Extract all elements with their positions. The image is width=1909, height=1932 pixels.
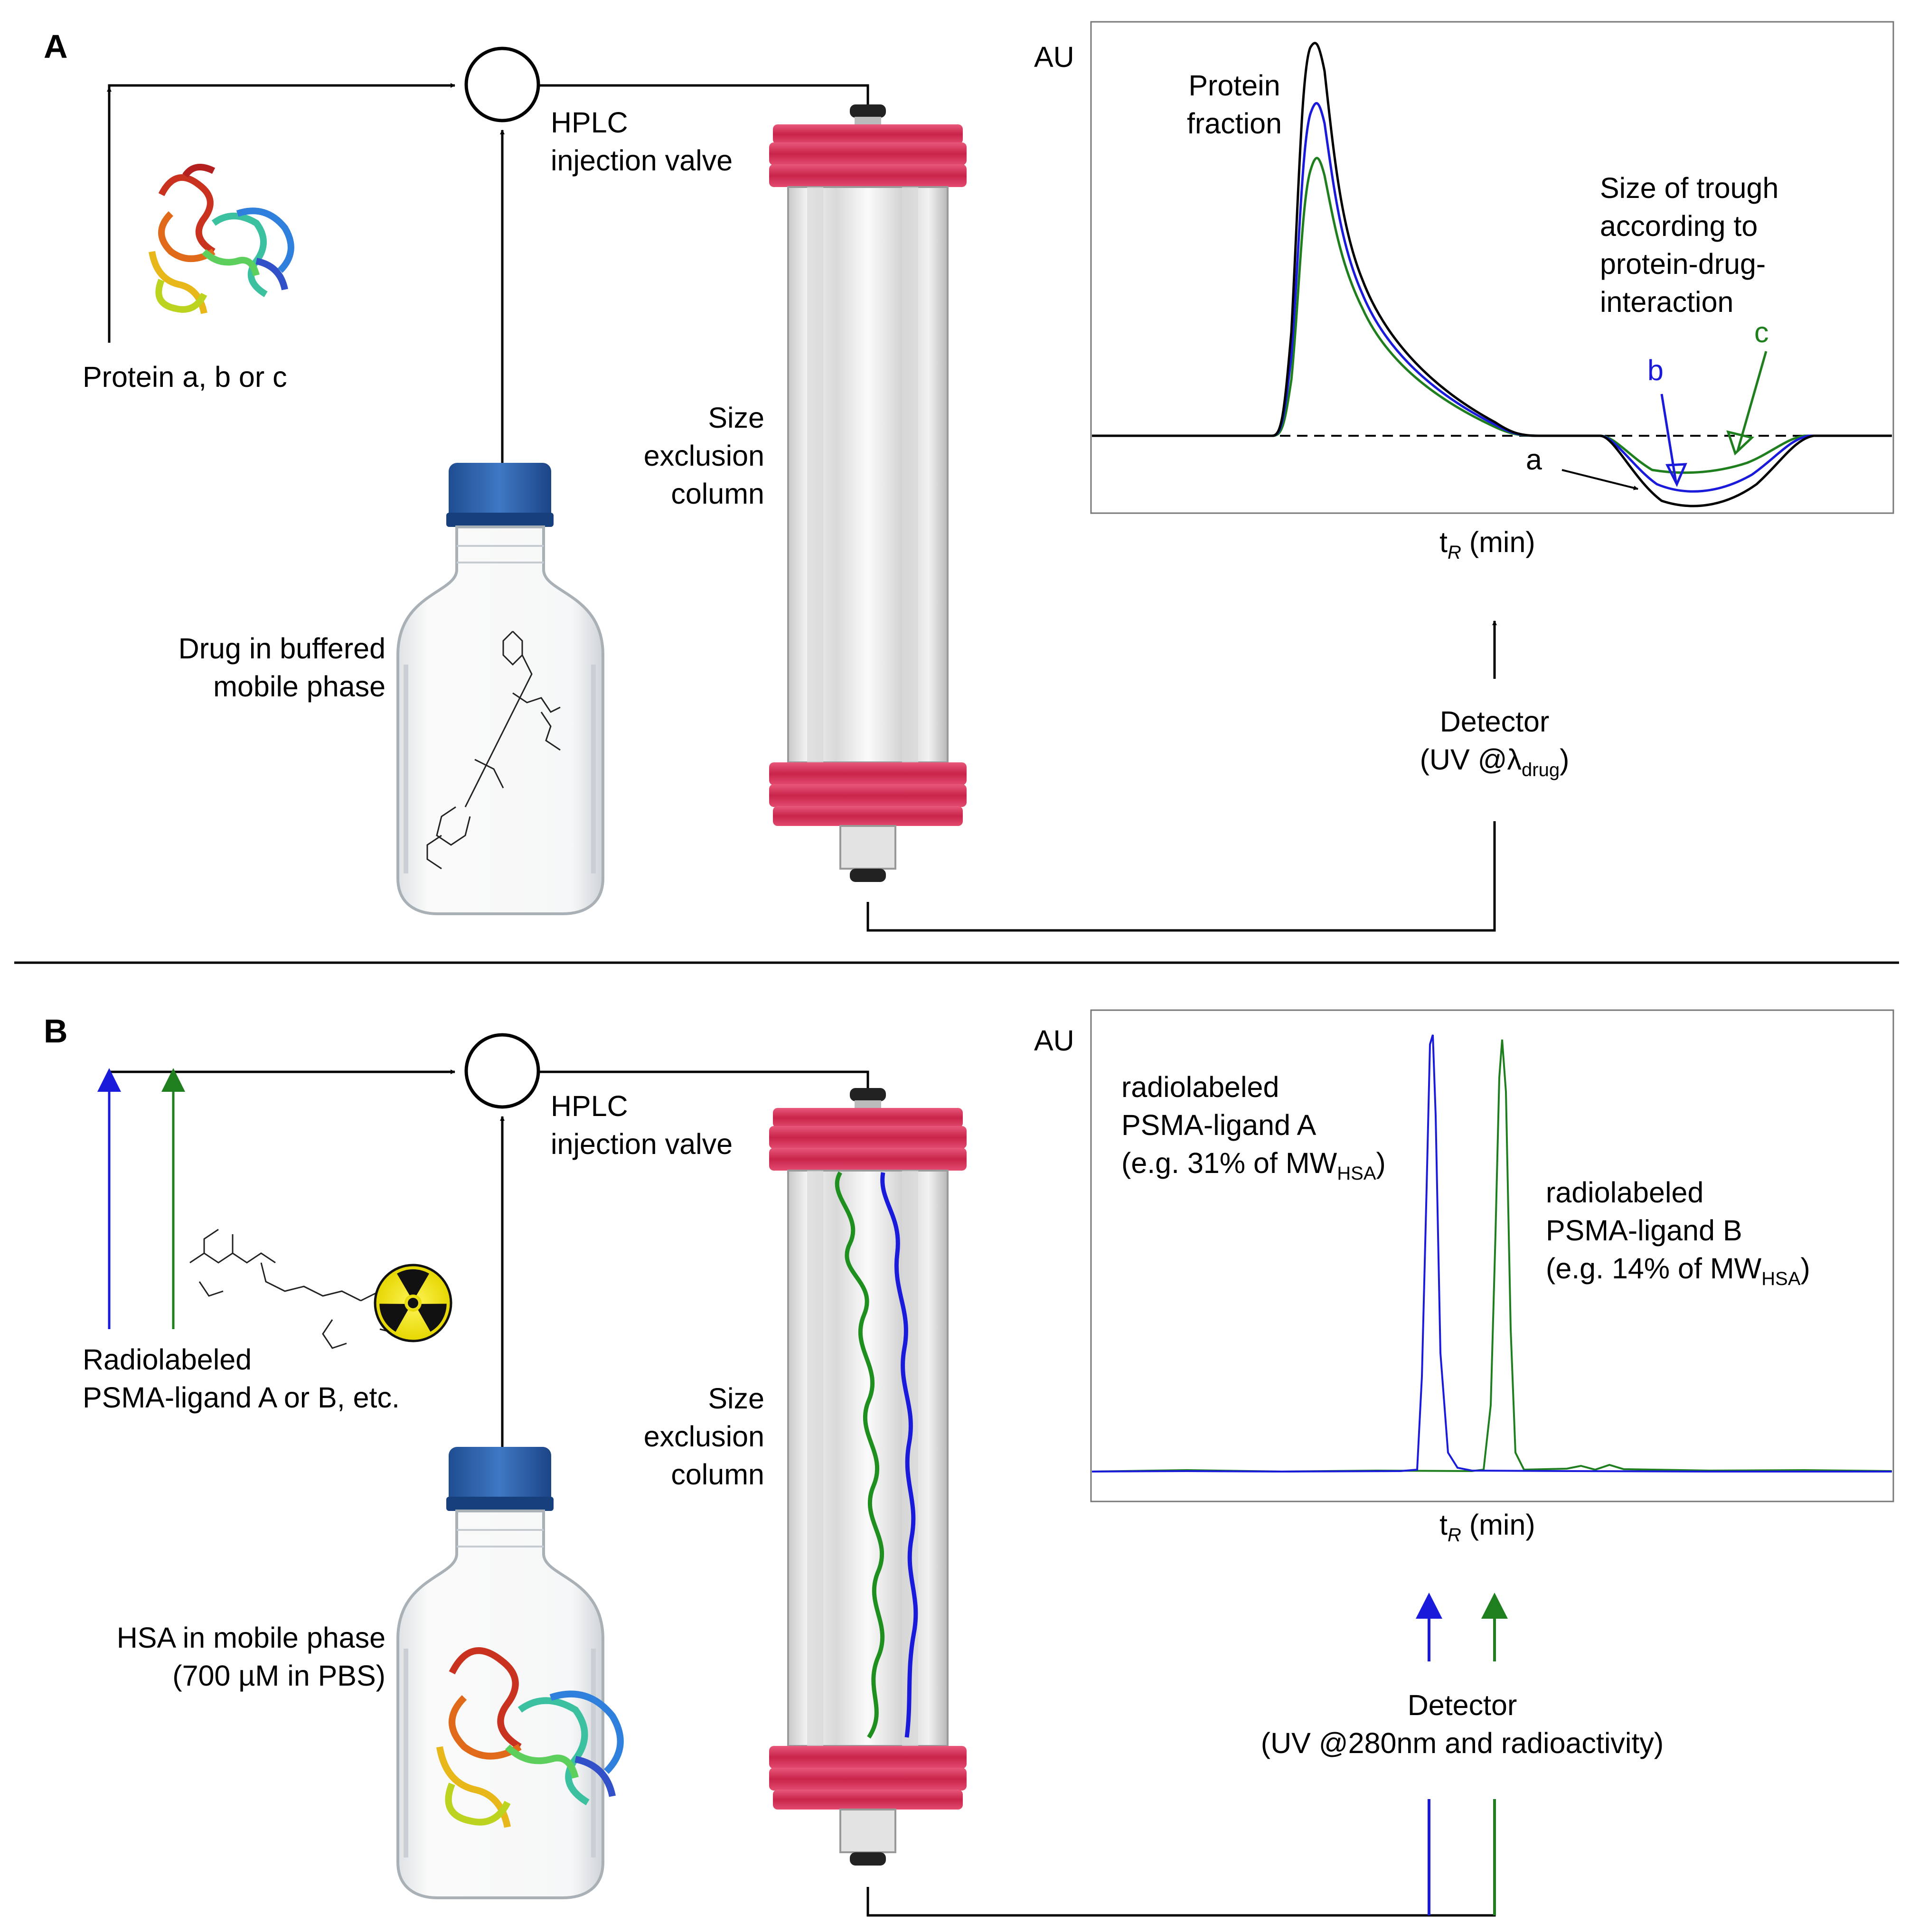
- panel-b-letter: B: [44, 1013, 68, 1050]
- chart-a: [1090, 21, 1894, 514]
- protein-structure-icon: [149, 164, 294, 314]
- detector-label-a-1: Detector: [1439, 705, 1550, 738]
- chart-b: [1090, 1009, 1894, 1502]
- ligand-a-label-3: (e.g. 31% of MWHSA): [1121, 1147, 1386, 1184]
- ligand-b-label-3: (e.g. 14% of MWHSA): [1546, 1252, 1810, 1289]
- protein-injection-line: [108, 83, 455, 343]
- bottle-label-b-1: HSA in mobile phase: [116, 1622, 386, 1654]
- valve-label-a-2: injection valve: [551, 144, 733, 177]
- peak-label-1: Protein: [1188, 69, 1280, 102]
- chart-a-yaxis-label: AU: [1034, 41, 1074, 73]
- trough-label-2: according to: [1600, 210, 1758, 242]
- ligand-b-label-2: PSMA-ligand B: [1546, 1214, 1742, 1247]
- radiation-icon: [374, 1264, 452, 1342]
- chart-b-yaxis-label: AU: [1034, 1024, 1074, 1057]
- column-label-b-3: column: [671, 1458, 764, 1491]
- injection-valve[interactable]: [464, 47, 540, 122]
- injection-valve-b[interactable]: [464, 1033, 540, 1109]
- bottle-label-a-1: Drug in buffered: [178, 632, 386, 665]
- panel-a-letter: A: [44, 28, 68, 65]
- curve-a-label: a: [1526, 443, 1542, 476]
- chart-a-frame: [1090, 21, 1894, 514]
- bottle-label-b-2: (700 µM in PBS): [172, 1660, 386, 1692]
- column-to-detector-line-b: [866, 1799, 1496, 1917]
- detector-label-b-2: (UV @280nm and radioactivity): [1260, 1727, 1664, 1759]
- blue-ligand-path: [880, 1172, 918, 1738]
- detector-label-a-2: (UV @λdrug): [1420, 743, 1570, 780]
- ligand-a-label-2: PSMA-ligand A: [1121, 1109, 1317, 1141]
- curve-c-label: c: [1754, 316, 1769, 348]
- valve-label-b-2: injection valve: [551, 1128, 733, 1160]
- trough-label-3: protein-drug-: [1600, 248, 1766, 280]
- valve-label-b-1: HPLC: [551, 1090, 628, 1122]
- column-label-b-1: Size: [708, 1382, 764, 1415]
- panel-b: [97, 1009, 1894, 1917]
- arrow-b: [1660, 394, 1677, 482]
- column-to-detector-line: [866, 821, 1496, 932]
- size-exclusion-column-a: [769, 104, 967, 882]
- column-label-a-1: Size: [708, 402, 764, 434]
- peak-label-2: fraction: [1186, 107, 1282, 140]
- psma-ligand-structure-icon: [189, 1229, 409, 1349]
- arrow-a: [1561, 469, 1638, 490]
- ligand-label-1: Radiolabeled: [83, 1343, 252, 1376]
- ligand-a-label-1: radiolabeled: [1121, 1071, 1279, 1103]
- trace-ligand-b-green: [1091, 1039, 1892, 1473]
- detector-label-b-1: Detector: [1407, 1689, 1517, 1721]
- ligand-b-label-1: radiolabeled: [1546, 1176, 1704, 1209]
- curve-b-label: b: [1647, 354, 1664, 386]
- trace-c: [1092, 157, 1892, 474]
- valve-to-column-line-b: [538, 1070, 869, 1092]
- column-label-a-2: exclusion: [643, 440, 764, 472]
- trace-ligand-a-blue: [1091, 1034, 1892, 1473]
- bottle-label-a-2: mobile phase: [213, 670, 386, 703]
- mobile-phase-bottle-a: [396, 463, 604, 915]
- column-label-a-3: column: [671, 478, 764, 510]
- size-exclusion-column-b: [769, 1088, 967, 1866]
- chart-b-xaxis-label: tR (min): [1439, 1509, 1535, 1546]
- valve-to-column-line: [538, 84, 869, 109]
- chart-a-xaxis-label: tR (min): [1439, 526, 1535, 563]
- protein-label: Protein a, b or c: [83, 361, 287, 393]
- chart-b-frame: [1090, 1009, 1894, 1502]
- mobile-phase-bottle-b: [396, 1447, 624, 1899]
- green-ligand-path: [835, 1171, 885, 1739]
- trace-b: [1092, 102, 1892, 493]
- ligand-label-2: PSMA-ligand A or B, etc.: [83, 1381, 400, 1414]
- trough-label-4: interaction: [1600, 286, 1734, 318]
- valve-label-a-1: HPLC: [551, 106, 628, 139]
- column-label-b-2: exclusion: [643, 1420, 764, 1453]
- panel-a: [107, 21, 1894, 932]
- hsa-structure-icon: [436, 1647, 624, 1828]
- trace-a: [1092, 42, 1892, 507]
- trough-label-1: Size of trough: [1600, 172, 1779, 204]
